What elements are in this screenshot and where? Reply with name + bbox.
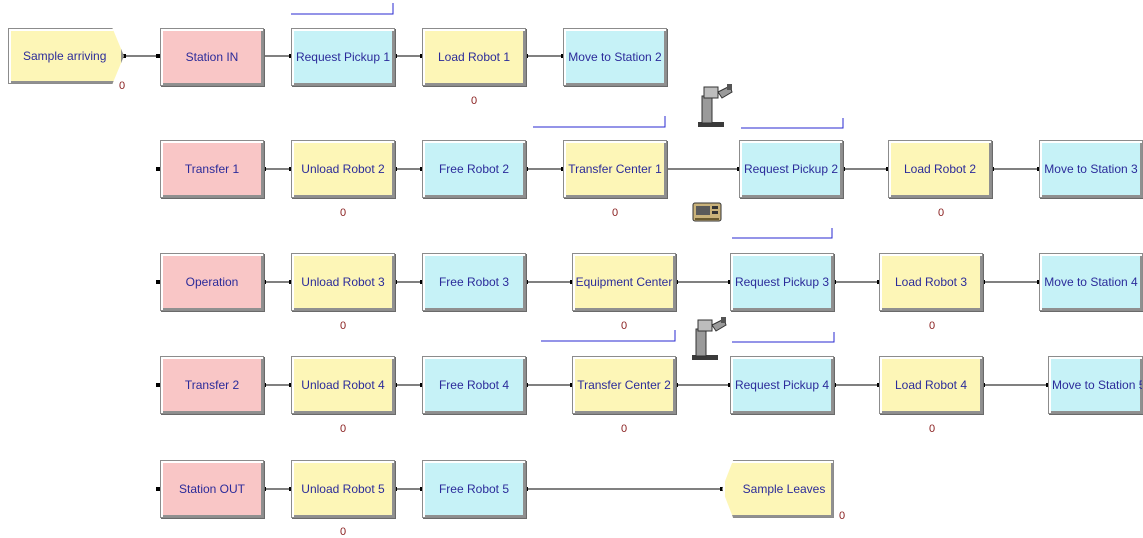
module-transfer-center-1[interactable]: Transfer Center 1 (563, 140, 667, 198)
module-unload-robot-5[interactable]: Unload Robot 5 (291, 460, 395, 518)
module-station-in[interactable]: Station IN (160, 28, 264, 86)
module-sample-arriving[interactable]: Sample arriving (8, 28, 124, 84)
module-move-to-station-5[interactable]: Move to Station 5 (1048, 356, 1143, 414)
module-label: Operation (186, 275, 239, 289)
module-move-to-station-4[interactable]: Move to Station 4 (1039, 253, 1143, 311)
counter-load-robot-4: 0 (929, 423, 935, 435)
module-label: Request Pickup 3 (735, 275, 829, 289)
module-label: Transfer Center 1 (568, 162, 662, 176)
module-request-pickup-3[interactable]: Request Pickup 3 (730, 253, 834, 311)
queue-line (732, 332, 834, 342)
module-sample-leaves[interactable]: Sample Leaves (722, 460, 834, 518)
equipment-icon (692, 200, 724, 224)
module-label: Sample Leaves (743, 482, 826, 496)
module-label: Station OUT (179, 482, 245, 496)
module-move-to-station-2[interactable]: Move to Station 2 (563, 28, 667, 86)
queue-line (732, 228, 832, 238)
counter-load-robot-2: 0 (938, 207, 944, 219)
module-label: Equipment Center (576, 275, 673, 289)
module-transfer-center-2[interactable]: Transfer Center 2 (572, 356, 676, 414)
module-label: Transfer 2 (185, 378, 239, 392)
module-label: Request Pickup 2 (744, 162, 838, 176)
module-request-pickup-1[interactable]: Request Pickup 1 (291, 28, 395, 86)
counter-equipment-center: 0 (621, 320, 627, 332)
counter-transfer-center-1: 0 (612, 207, 618, 219)
module-load-robot-4[interactable]: Load Robot 4 (879, 356, 983, 414)
module-label: Move to Station 2 (568, 50, 661, 64)
module-label: Unload Robot 5 (301, 482, 384, 496)
counter-unload-robot-2: 0 (340, 207, 346, 219)
counter-load-robot-1: 0 (471, 95, 477, 107)
module-label: Load Robot 2 (904, 162, 976, 176)
module-station-out[interactable]: Station OUT (160, 460, 264, 518)
module-free-robot-4[interactable]: Free Robot 4 (422, 356, 526, 414)
module-label: Transfer Center 2 (577, 378, 671, 392)
queue-line (541, 330, 675, 341)
module-unload-robot-3[interactable]: Unload Robot 3 (291, 253, 395, 311)
counter-transfer-center-2: 0 (621, 423, 627, 435)
module-operation[interactable]: Operation (160, 253, 264, 311)
module-label: Free Robot 4 (439, 378, 509, 392)
module-free-robot-3[interactable]: Free Robot 3 (422, 253, 526, 311)
counter-unload-robot-5: 0 (340, 526, 346, 538)
module-label: Load Robot 4 (895, 378, 967, 392)
module-label: Request Pickup 4 (735, 378, 829, 392)
module-label: Free Robot 2 (439, 162, 509, 176)
queue-line (291, 3, 393, 14)
robot-arm-icon (688, 313, 732, 365)
queue-line (533, 116, 665, 127)
module-load-robot-2[interactable]: Load Robot 2 (888, 140, 992, 198)
module-label: Request Pickup 1 (296, 50, 390, 64)
module-label: Station IN (186, 50, 239, 64)
counter-sample-leaves: 0 (839, 510, 845, 522)
module-request-pickup-4[interactable]: Request Pickup 4 (730, 356, 834, 414)
module-label: Move to Station 5 (1052, 378, 1143, 392)
queue-line (741, 118, 843, 128)
module-label: Free Robot 3 (439, 275, 509, 289)
module-label: Transfer 1 (185, 162, 239, 176)
module-free-robot-2[interactable]: Free Robot 2 (422, 140, 526, 198)
module-label: Unload Robot 4 (301, 378, 384, 392)
robot-arm-icon (694, 82, 738, 132)
module-transfer-2[interactable]: Transfer 2 (160, 356, 264, 414)
counter-load-robot-3: 0 (929, 320, 935, 332)
module-label: Load Robot 3 (895, 275, 967, 289)
counter-unload-robot-4: 0 (340, 423, 346, 435)
module-unload-robot-2[interactable]: Unload Robot 2 (291, 140, 395, 198)
counter-sample-arriving: 0 (119, 80, 125, 92)
module-label: Unload Robot 3 (301, 275, 384, 289)
module-label: Move to Station 3 (1044, 162, 1137, 176)
module-transfer-1[interactable]: Transfer 1 (160, 140, 264, 198)
module-label: Unload Robot 2 (301, 162, 384, 176)
module-label: Sample arriving (23, 49, 106, 63)
module-label: Load Robot 1 (438, 50, 510, 64)
module-label: Free Robot 5 (439, 482, 509, 496)
module-unload-robot-4[interactable]: Unload Robot 4 (291, 356, 395, 414)
counter-unload-robot-3: 0 (340, 320, 346, 332)
module-equipment-center[interactable]: Equipment Center (572, 253, 676, 311)
module-free-robot-5[interactable]: Free Robot 5 (422, 460, 526, 518)
module-request-pickup-2[interactable]: Request Pickup 2 (739, 140, 843, 198)
module-move-to-station-3[interactable]: Move to Station 3 (1039, 140, 1143, 198)
module-label: Move to Station 4 (1044, 275, 1137, 289)
module-load-robot-1[interactable]: Load Robot 1 (422, 28, 526, 86)
module-load-robot-3[interactable]: Load Robot 3 (879, 253, 983, 311)
